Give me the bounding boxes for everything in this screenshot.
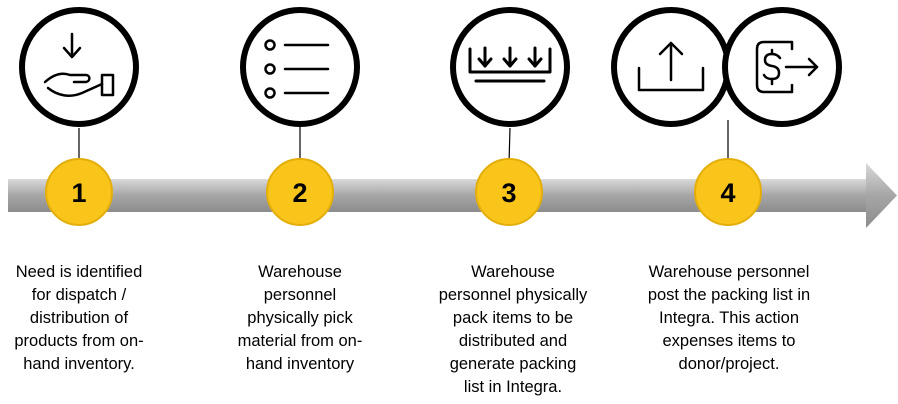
upload-tray-and-dollar-transfer-icon xyxy=(637,40,819,94)
step-4-line: expenses items to xyxy=(662,332,796,350)
step-1-line: Need is identified xyxy=(15,263,143,281)
step-badge-1: 1 xyxy=(45,158,113,226)
step-number-1: 1 xyxy=(71,178,86,208)
step-2-line: hand inventory xyxy=(245,355,355,373)
upload-icon xyxy=(637,41,705,92)
icon-circle-2 xyxy=(240,7,360,127)
step-3-line: generate packing xyxy=(449,355,577,373)
step-3-line: pack items to be xyxy=(452,309,574,327)
connector-lines xyxy=(78,120,729,164)
step-2-line: material from on- xyxy=(237,332,363,350)
step-4-line: donor/project. xyxy=(678,355,780,373)
step-4-line: post the packing list in xyxy=(647,286,811,304)
step-3-line: personnel physically xyxy=(438,286,588,304)
step-badge-3: 3 xyxy=(475,158,543,226)
step-2-description: Warehouse personnel physically pick mate… xyxy=(222,261,378,376)
step-3-line: Warehouse xyxy=(471,263,555,281)
step-number-2: 2 xyxy=(292,178,307,208)
timeline-arrow xyxy=(8,163,897,228)
connector-3 xyxy=(508,127,511,164)
step-1-line: for dispatch / xyxy=(31,286,127,304)
step-4-description: Warehouse personnel post the packing lis… xyxy=(627,261,831,376)
step-2-line: Warehouse xyxy=(258,263,342,281)
checklist-icon xyxy=(264,39,330,99)
step-1-line: distribution of xyxy=(29,309,129,327)
step-4-line: Integra. This action xyxy=(658,309,800,327)
step-badge-4: 4 xyxy=(694,158,762,226)
pack-down-arrows-tray-icon xyxy=(468,46,552,83)
step-3-line: distributed and xyxy=(458,332,568,350)
step-3-line: list in Integra. xyxy=(463,378,563,396)
step-badges: 1 2 3 4 xyxy=(45,158,762,226)
step-2-line: physically pick xyxy=(247,309,353,327)
step-2-line: personnel xyxy=(263,286,337,304)
step-number-4: 4 xyxy=(720,178,735,208)
icon-circles xyxy=(19,7,842,127)
icon-circle-1 xyxy=(19,7,139,127)
step-number-3: 3 xyxy=(501,178,516,208)
hand-receive-down-arrow-icon xyxy=(43,32,115,97)
dollar-transfer-icon xyxy=(755,40,819,94)
icon-circle-4b xyxy=(722,7,842,127)
step-badge-2: 2 xyxy=(266,158,334,226)
step-1-line: products from on- xyxy=(14,332,144,350)
step-3-description: Warehouse personnel physically pack item… xyxy=(415,261,611,399)
step-1-description: Need is identified for dispatch / distri… xyxy=(1,261,157,376)
step-4-line: Warehouse personnel xyxy=(648,263,810,281)
step-1-line: hand inventory. xyxy=(23,355,135,373)
